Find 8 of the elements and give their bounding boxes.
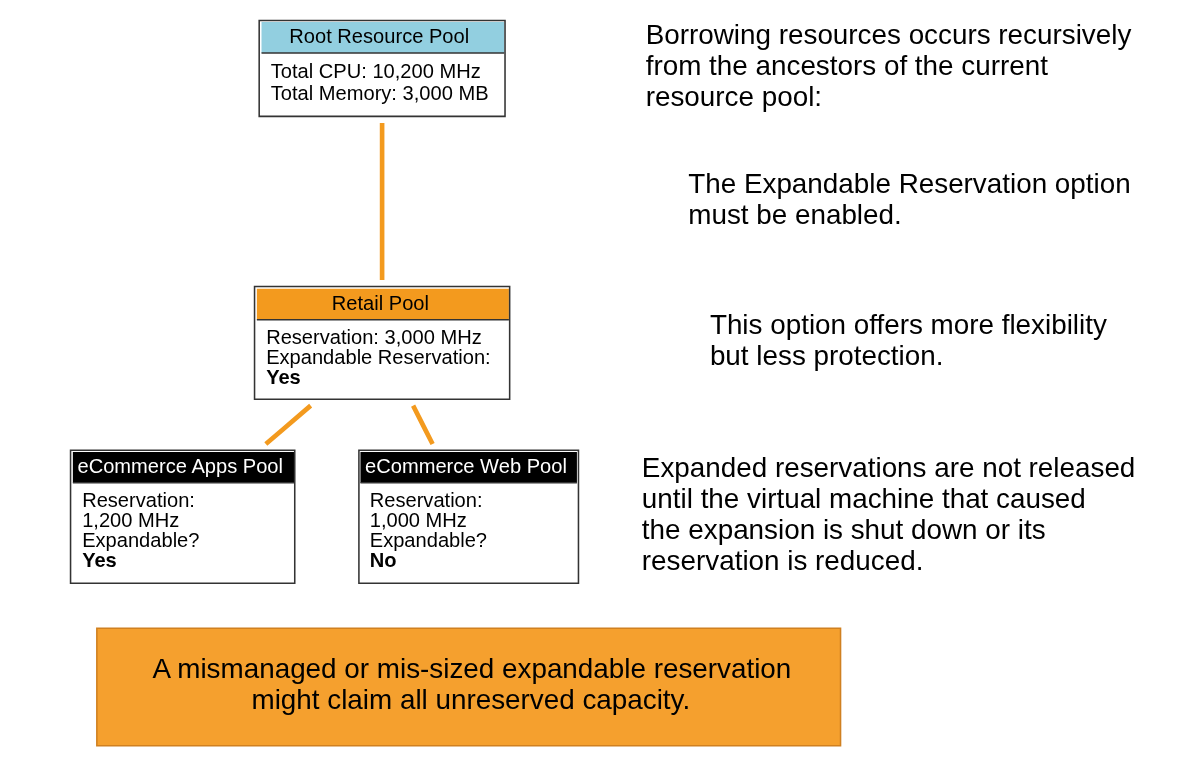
label: Expanded reservations are not released until the virtual machine that caused the expansion is shut down or its reservation is reduced. bbox=[641, 452, 1135, 577]
connector bbox=[263, 403, 312, 446]
connector bbox=[379, 122, 384, 280]
node-box: A mismanaged or mis-sized expandable reservation might claim all unreserved capacity. bbox=[95, 627, 841, 747]
connector bbox=[410, 404, 435, 446]
label: The Expandable Reservation option must be enabled. bbox=[687, 167, 1131, 230]
label: Borrowing resources occurs recursively from the ancestors of the current resource pool: bbox=[645, 19, 1131, 113]
label: This option offers more flexibility but less protection. bbox=[709, 309, 1107, 372]
